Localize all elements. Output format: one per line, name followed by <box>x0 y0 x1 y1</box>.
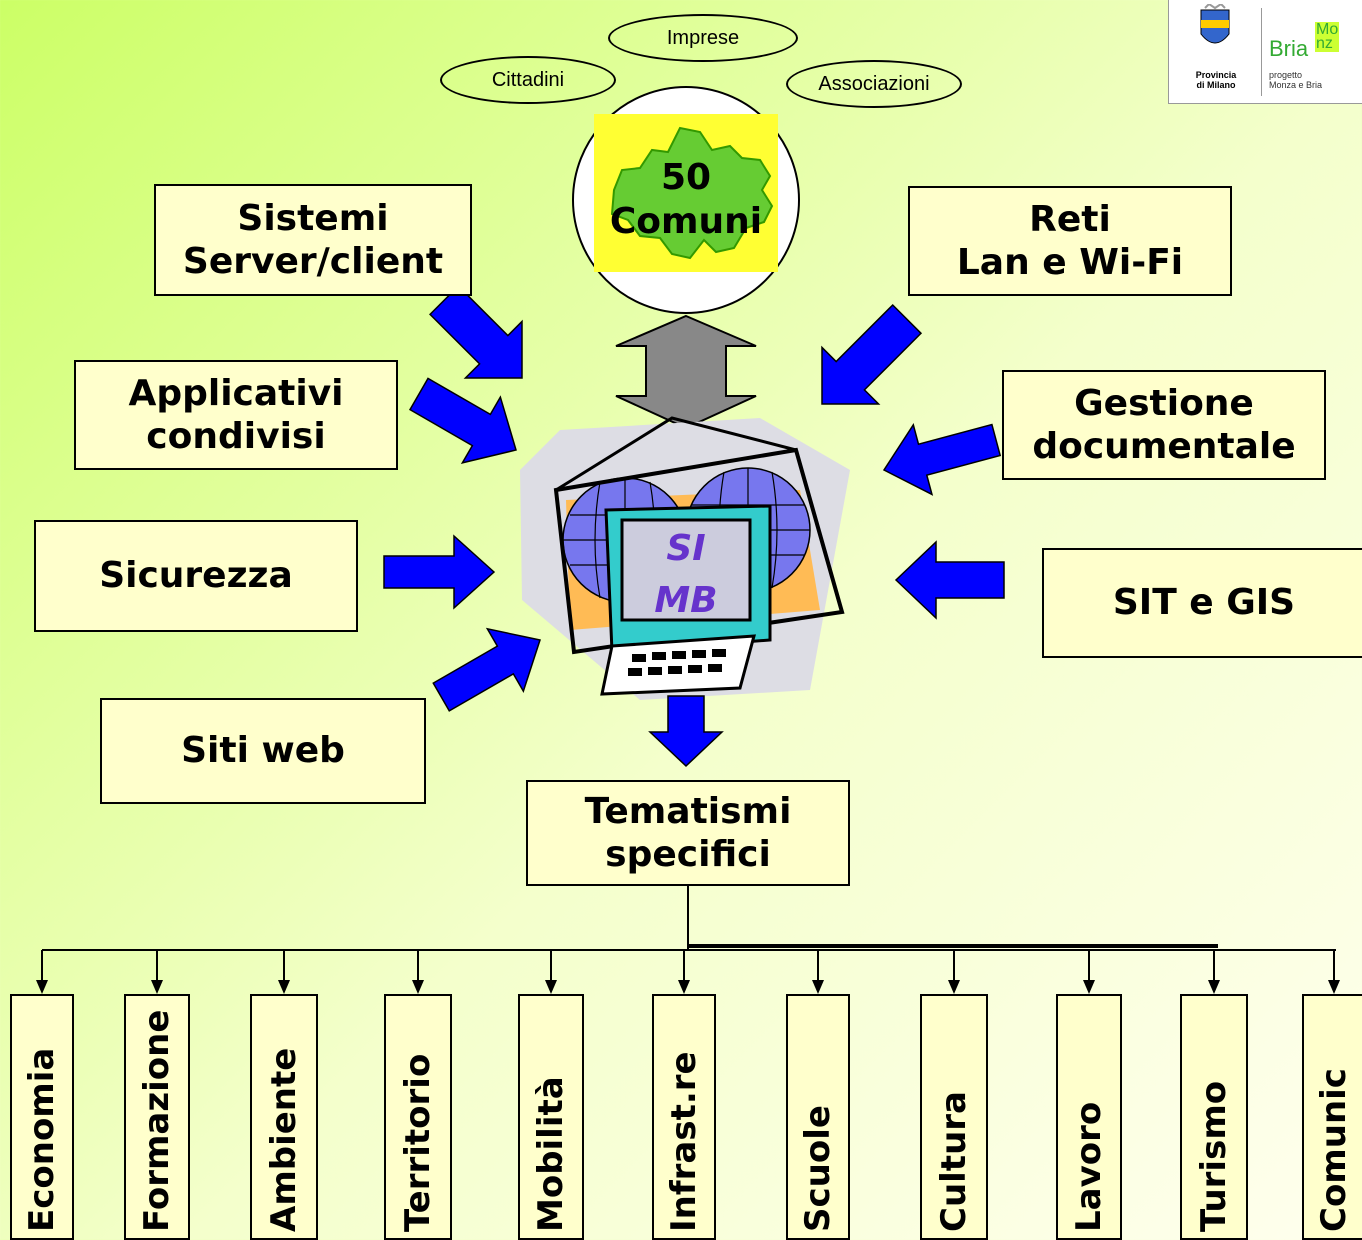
simb-line2: MB <box>654 580 717 621</box>
theme-label: Territorio <box>398 1053 438 1232</box>
theme-label: Scuole <box>798 1105 838 1232</box>
arrow-sistemi <box>429 285 523 379</box>
keyboard-keys <box>628 649 726 676</box>
tree-drop-arrowhead <box>151 980 163 994</box>
clipart-frame-peak <box>555 416 797 492</box>
brand-bria: Bria <box>1269 36 1309 61</box>
theme-box-9: Turismo <box>1180 994 1248 1240</box>
arrow-sitiweb <box>432 627 541 712</box>
box-applicativi-condivisi: Applicativi condivisi <box>74 360 398 470</box>
theme-box-2: Ambiente <box>250 994 318 1240</box>
theme-label: Mobilità <box>531 1076 571 1232</box>
box-siti-web: Siti web <box>100 698 426 804</box>
tree-drop-arrowhead <box>545 980 557 994</box>
theme-label: Turismo <box>1194 1080 1234 1232</box>
box-gestione-documentale: Gestione documentale <box>1002 370 1326 480</box>
arrow-reti <box>821 303 923 405</box>
box-tematismi-specifici: Tematismi specifici <box>526 780 850 886</box>
tree-drop-arrowhead <box>1208 980 1220 994</box>
theme-box-3: Territorio <box>384 994 452 1240</box>
theme-label: Infrast.re <box>664 1051 704 1232</box>
simb-line1: SI <box>666 528 705 569</box>
tree-drop-arrowhead <box>278 980 290 994</box>
provincia-name: Provincia di Milano <box>1195 70 1237 90</box>
theme-label: Economia <box>22 1047 62 1232</box>
arrow-down-tematismi <box>648 695 724 768</box>
theme-box-8: Lavoro <box>1056 994 1122 1240</box>
monitor-screen <box>620 518 752 622</box>
coat-of-arms-icon <box>1200 4 1230 44</box>
tree-connectors <box>42 886 1336 951</box>
comuni-word: Comuni <box>609 201 763 242</box>
arrow-sit <box>894 540 1005 620</box>
progetto-text: progetto Monza e Bria <box>1269 70 1323 90</box>
theme-label: Comunic <box>1314 1068 1354 1232</box>
ellipse-cittadini: Cittadini <box>440 56 616 104</box>
theme-box-7: Cultura <box>920 994 988 1240</box>
box-sicurezza: Sicurezza <box>34 520 358 632</box>
comuni-count: 50 <box>660 157 712 198</box>
provincia-logo: Provincia di Milano Bria Mo nz progetto … <box>1168 0 1362 104</box>
tree-drop-arrowhead <box>678 980 690 994</box>
theme-label: Cultura <box>934 1091 974 1232</box>
brand-text: Bria <box>1269 36 1308 62</box>
tree-drop-arrowhead <box>36 980 48 994</box>
theme-label: Ambiente <box>264 1047 304 1232</box>
tree-drops <box>36 950 1340 994</box>
theme-label: Lavoro <box>1069 1101 1109 1232</box>
tree-drop-arrowhead <box>412 980 424 994</box>
theme-box-4: Mobilità <box>518 994 584 1240</box>
tree-drop-arrowhead <box>1328 980 1340 994</box>
arrow-sicurezza <box>383 534 496 610</box>
theme-box-0: Economia <box>10 994 74 1240</box>
arrow-applicativi <box>408 377 517 465</box>
theme-label: Formazione <box>137 1009 177 1232</box>
theme-box-10: Comunic <box>1302 994 1362 1240</box>
arrow-gestione <box>882 423 1002 496</box>
logo-divider <box>1261 8 1262 96</box>
theme-box-1: Formazione <box>124 994 190 1240</box>
brand-mo: Mo nz <box>1315 21 1340 52</box>
comuni-label: 50 Comuni <box>594 156 778 244</box>
keyboard <box>600 634 756 696</box>
theme-box-5: Infrast.re <box>652 994 716 1240</box>
box-reti-lan-wifi: Reti Lan e Wi-Fi <box>908 186 1232 296</box>
ellipse-imprese: Imprese <box>608 14 798 62</box>
comuni-map-shape <box>610 126 774 260</box>
tree-drop-arrowhead <box>948 980 960 994</box>
box-sistemi-server-client: Sistemi Server/client <box>154 184 472 296</box>
grey-double-arrow <box>615 314 757 430</box>
ellipse-associazioni: Associazioni <box>786 60 962 108</box>
theme-box-6: Scuole <box>786 994 850 1240</box>
box-sit-gis: SIT e GIS <box>1042 548 1362 658</box>
tree-drop-arrowhead <box>1083 980 1095 994</box>
tree-drop-arrowhead <box>812 980 824 994</box>
